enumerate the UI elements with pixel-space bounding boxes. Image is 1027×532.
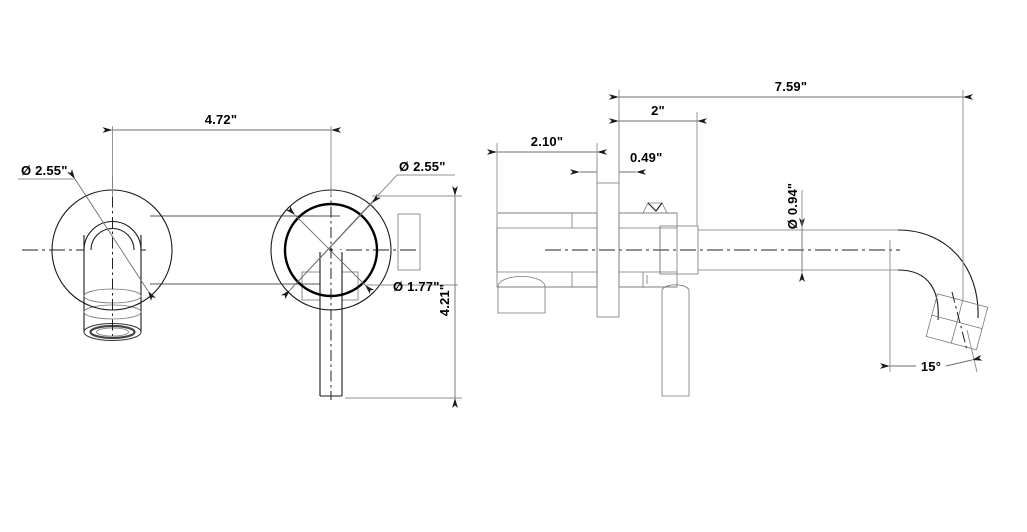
- connecting-body: [150, 215, 340, 285]
- dim-label-177: Ø 1.77": [393, 279, 440, 294]
- lever-handle-side: [661, 284, 690, 397]
- valve-body: [618, 202, 699, 288]
- dim-label-15deg: 15°: [921, 359, 941, 374]
- dim-label-421: 4.21": [437, 284, 452, 316]
- dim-label-2: 2": [651, 103, 665, 118]
- spout-inner-curve: [897, 269, 939, 321]
- dim-spout-escutcheon-dia: Ø 2.55": [18, 163, 156, 301]
- dim-escutcheon-offset: 2.10": [487, 134, 607, 212]
- dim-valve-inner-dia: Ø 1.77": [285, 205, 458, 295]
- dim-outlet-angle: 15°: [880, 240, 983, 374]
- dim-label-759: 7.59": [775, 79, 807, 94]
- dim-overall-height: 4.21": [345, 186, 462, 408]
- side-view-group: 7.59" 2" 2.10" 0.49": [487, 79, 989, 397]
- spout-outer-curve: [897, 229, 979, 319]
- dim-label-049: 0.49": [630, 150, 662, 165]
- dim-label-255-right: Ø 2.55": [399, 159, 446, 174]
- outlet-block: [925, 293, 989, 351]
- dim-label-094: Ø 0.94": [785, 183, 800, 230]
- front-view-group: 4.72" Ø 2.55" Ø 2.55" Ø 1.77": [18, 112, 462, 408]
- dim-label-255-left: Ø 2.55": [21, 163, 68, 178]
- dim-spout-tube-dia: Ø 0.94": [785, 183, 805, 282]
- dim-label-210: 2.10": [531, 134, 563, 149]
- valve-side-tab: [397, 213, 421, 271]
- outlet-centerline: [951, 291, 968, 351]
- dim-center-to-center: 4.72": [102, 112, 341, 196]
- spout-tube-side: [698, 229, 989, 351]
- dim-label-472: 4.72": [205, 112, 237, 127]
- dim-plate-thickness: 0.49": [570, 150, 662, 186]
- aerator: [83, 323, 142, 341]
- wall-collar: [496, 212, 598, 314]
